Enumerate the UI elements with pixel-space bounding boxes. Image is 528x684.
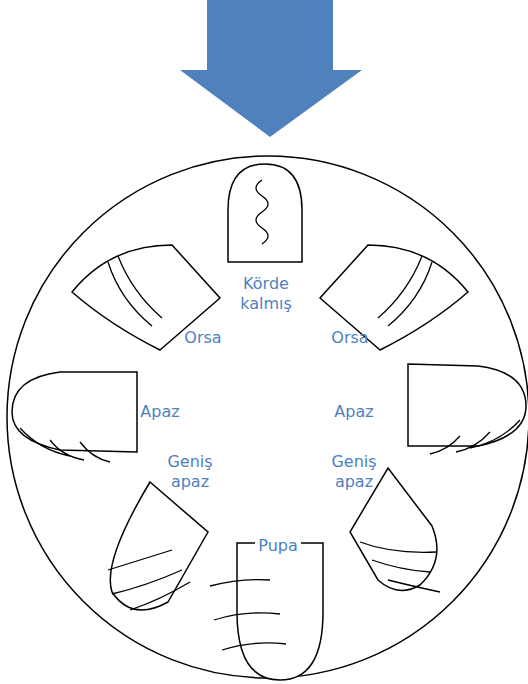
running-sail [237, 543, 323, 680]
luffing-sail [228, 164, 302, 262]
sail-curve [210, 580, 286, 650]
wind-arrow [180, 0, 362, 137]
flapping-line [256, 180, 268, 244]
point-of-sail-label: Pupa [255, 536, 300, 556]
sail-curve [20, 428, 110, 462]
sail-curve [360, 542, 440, 592]
sail-curve [378, 256, 432, 326]
point-of-sail-label: Apaz [319, 402, 389, 422]
sail-curve [108, 550, 190, 610]
point-of-sail-label: Apaz [125, 402, 195, 422]
beam-reach-sail [12, 372, 137, 452]
point-of-sail-label: Geniş apaz [319, 452, 389, 492]
point-of-sail-label: Orsa [168, 328, 238, 348]
point-of-sail-label: Geniş apaz [155, 452, 225, 492]
point-of-sail-label: Orsa [315, 328, 385, 348]
point-of-sail-label: Körde kalmış [226, 274, 306, 314]
sail-curve [430, 420, 520, 454]
sail-curve [108, 256, 162, 326]
beam-reach-sail [408, 364, 526, 446]
